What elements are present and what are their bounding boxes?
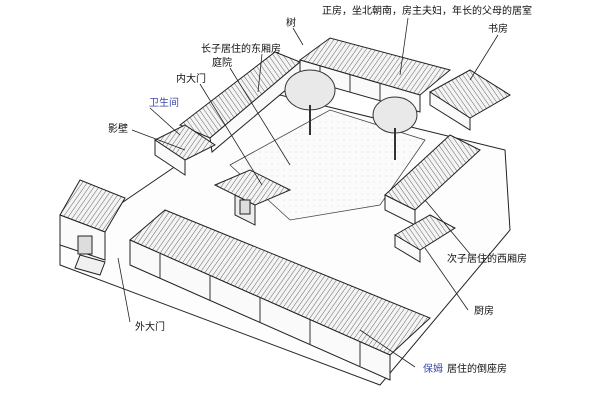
label-courtyard: 庭院 (212, 58, 232, 69)
tree-left (284, 69, 336, 135)
label-west-wing: 次子居住的西厢房 (447, 254, 527, 265)
kitchen (394, 214, 457, 263)
servant-room (129, 209, 431, 381)
label-nanny: 保姆 (423, 364, 443, 375)
label-main-room: 正房，坐北朝南，房主夫妇，年长的父母的居室 (322, 6, 532, 17)
screen-wall (154, 124, 216, 176)
leader-lines (117, 17, 499, 368)
label-tree: 树 (286, 18, 296, 29)
tree-right (372, 96, 418, 160)
inner-gate (213, 169, 292, 226)
outer-gate (59, 179, 126, 276)
label-outer-gate: 外大门 (135, 322, 165, 333)
label-screen-wall: 影壁 (108, 124, 128, 135)
label-kitchen: 厨房 (474, 306, 494, 317)
label-toilet: 卫生间 (149, 98, 179, 109)
study (429, 69, 511, 131)
label-east-wing: 长子居住的东厢房 (201, 44, 281, 55)
label-study: 书房 (488, 24, 508, 35)
west-wing (384, 134, 481, 226)
label-servant-room: 居住的倒座房 (447, 364, 507, 375)
label-inner-gate: 内大门 (176, 74, 206, 85)
